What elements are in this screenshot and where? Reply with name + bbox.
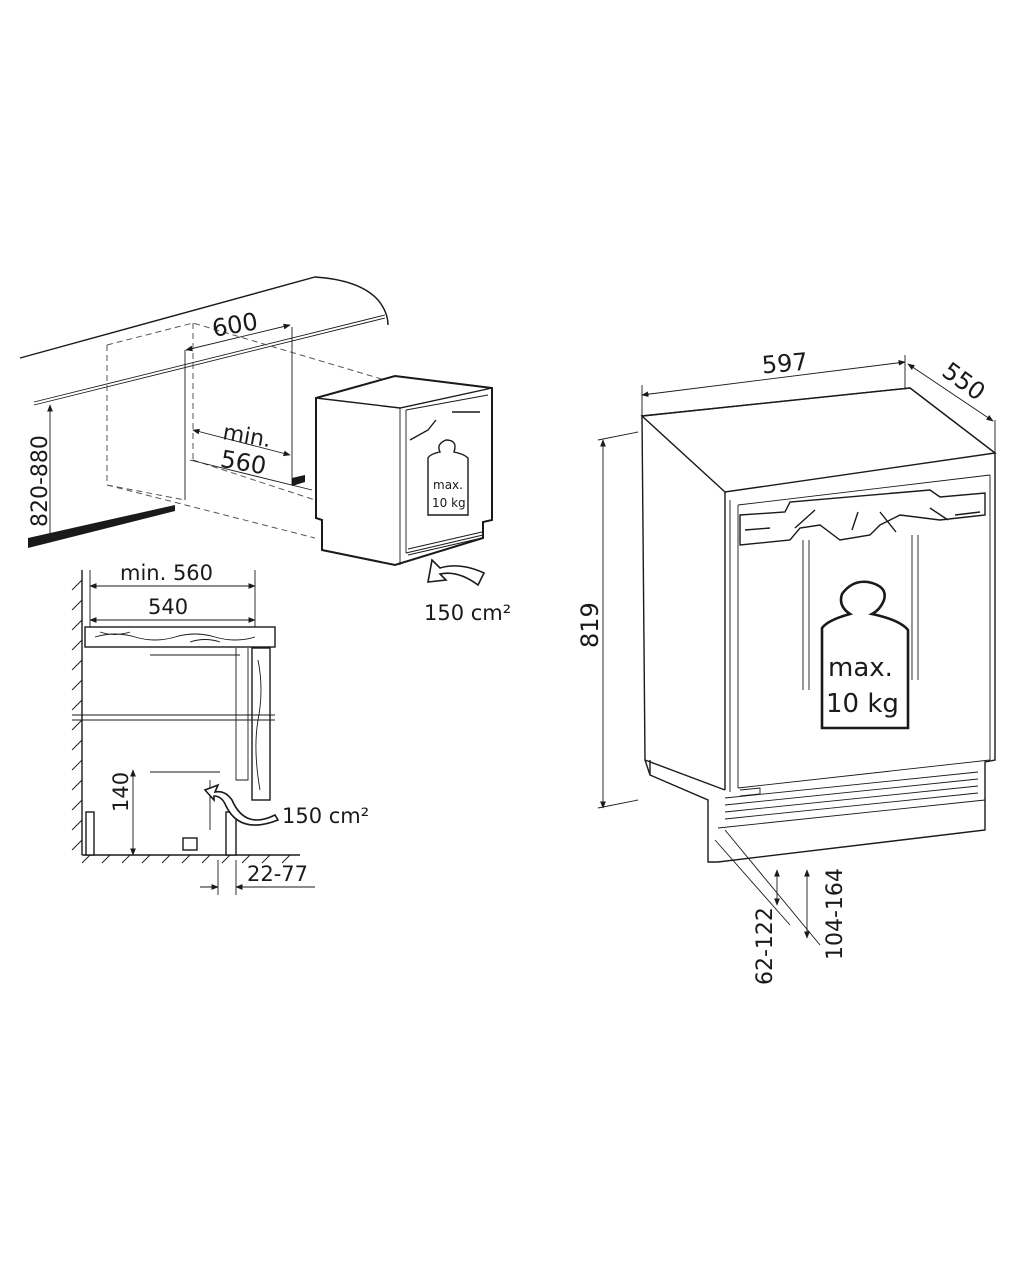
appliance-body [641, 387, 996, 863]
niche-width-label: 600 [210, 307, 260, 343]
floor-strip [28, 505, 175, 548]
niche-outline [106, 322, 396, 539]
plinth-range-1-label: 62-122 [753, 907, 778, 985]
worktop [84, 626, 276, 648]
weight-icon [427, 439, 469, 516]
ventilation-label-top: 150 cm² [424, 601, 511, 625]
width-label: 597 [761, 348, 809, 380]
plinth-range-2-label: 104-164 [823, 868, 848, 960]
niche-height-label: 820-880 [28, 435, 53, 527]
side-section-view: min. 560 540 140 150 cm² 22-77 [71, 561, 369, 895]
appliance-dimension-view: 597 550 819 max. 10 kg 62-122 104-164 [576, 348, 997, 985]
door-load-line2: 10 kg [432, 496, 466, 510]
min-depth-label: min. 560 [120, 561, 213, 585]
height-label: 819 [576, 602, 604, 648]
furniture-door [251, 647, 271, 801]
airflow-arrow-icon-section [203, 783, 280, 826]
depth-label: 550 [937, 357, 991, 407]
door-load-large-line1: max. [828, 653, 893, 683]
plinth-height-label: 140 [109, 772, 133, 812]
ventilation-label-section: 150 cm² [282, 804, 369, 828]
plinth-offset-label: 22-77 [247, 862, 308, 886]
airflow-arrow-icon [427, 558, 486, 587]
door-hinge-plate [739, 489, 986, 546]
weight-icon-large [820, 580, 910, 730]
door-load-large-line2: 10 kg [826, 689, 899, 719]
appliance-small: max. 10 kg [315, 374, 493, 567]
niche-perspective-view: 820-880 600 min. 560 max. 10 kg 150 cm² [19, 276, 511, 625]
door-load-line1: max. [433, 478, 463, 492]
worktop-depth-label: 540 [148, 595, 188, 619]
worktop-edge [19, 276, 389, 359]
